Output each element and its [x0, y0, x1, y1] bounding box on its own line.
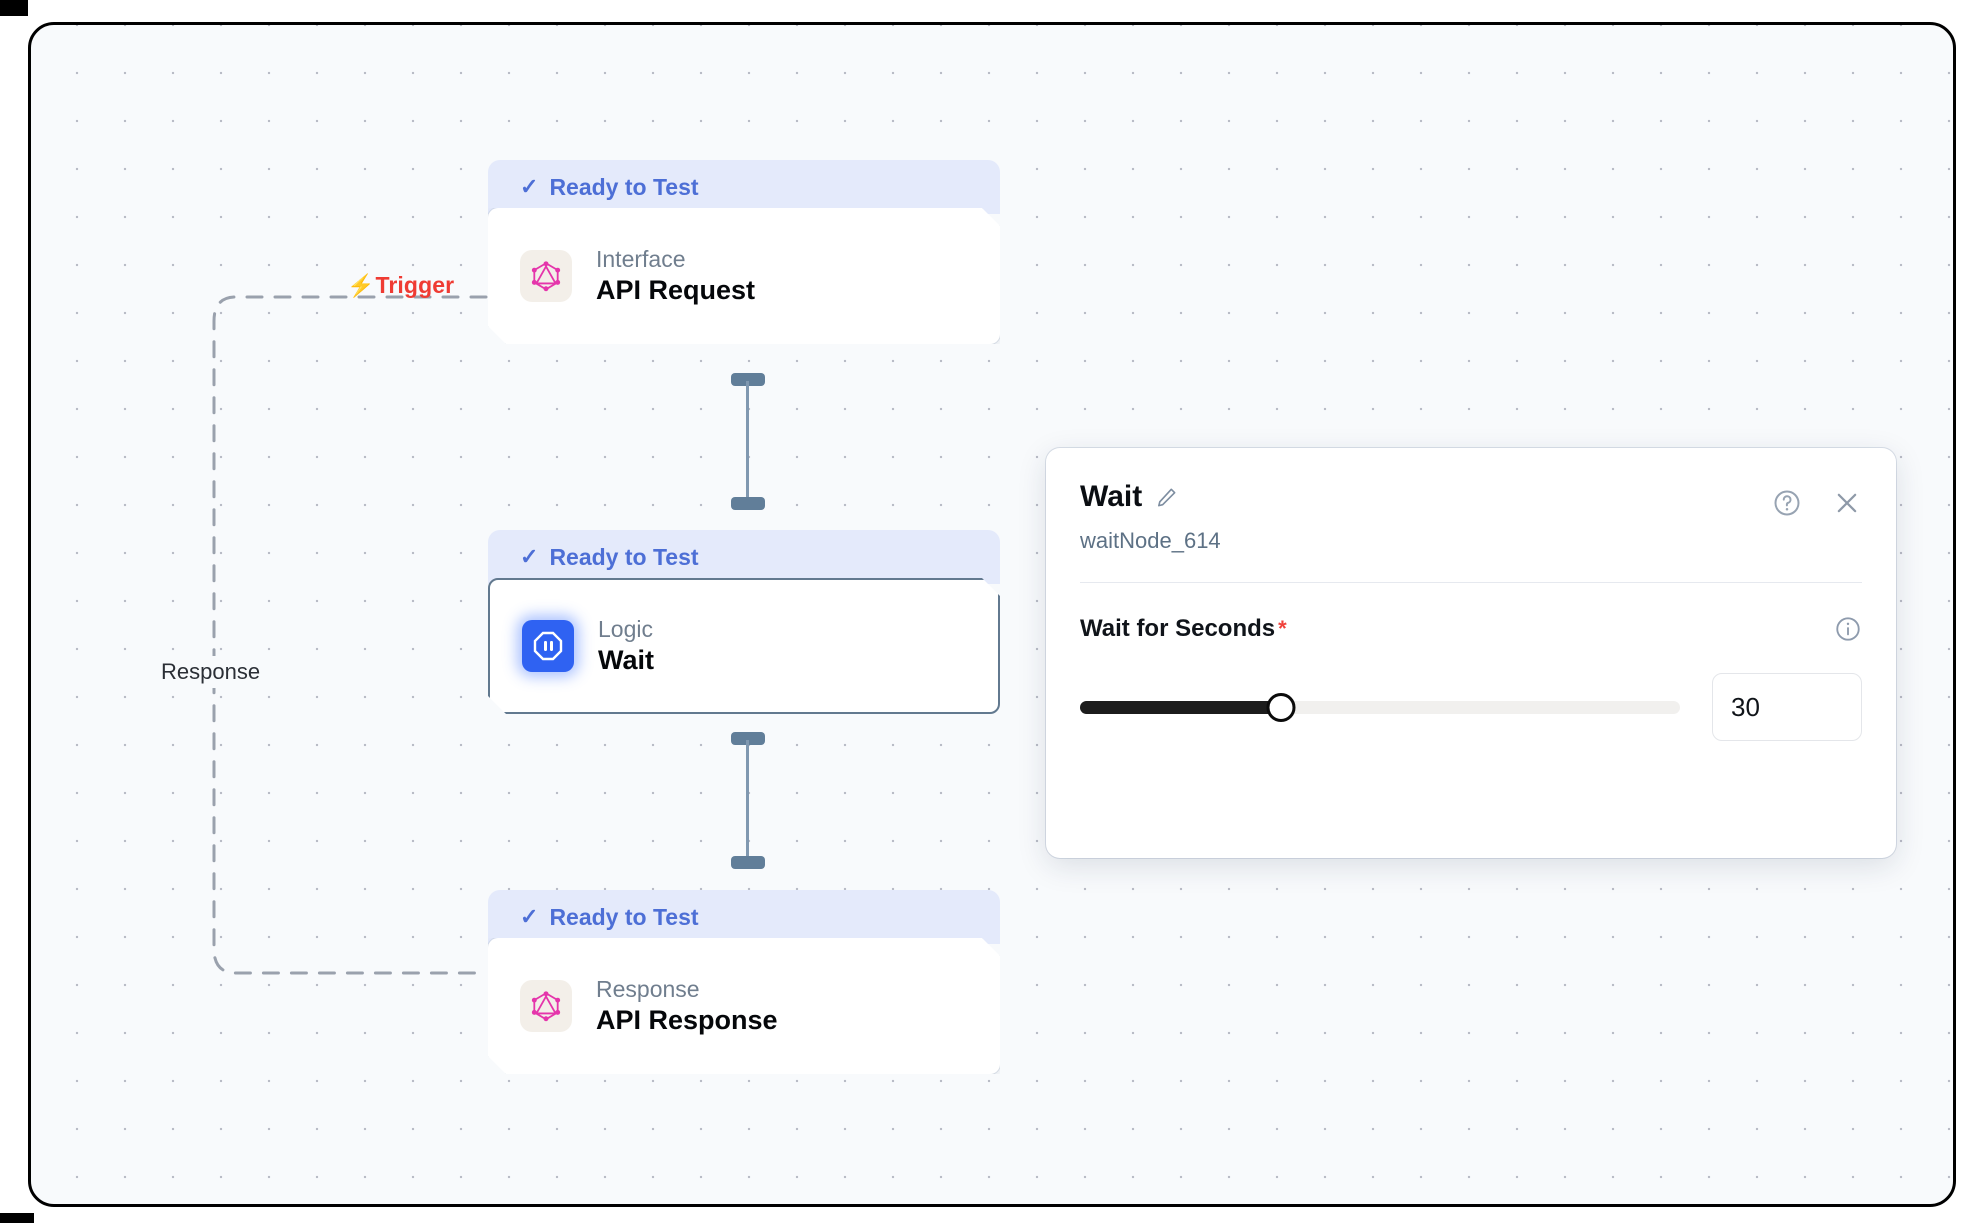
help-circle-icon[interactable]	[1772, 488, 1802, 518]
connector-line-2	[746, 740, 749, 862]
node-title-label: API Request	[596, 275, 756, 306]
check-icon: ✓	[520, 174, 539, 199]
connector-handle-out-1[interactable]	[731, 373, 765, 386]
wait-seconds-control: 30	[1080, 673, 1862, 741]
graphql-icon	[520, 250, 572, 302]
node-status-label: Ready to Test	[549, 543, 699, 570]
trigger-response-dashed-edge	[212, 295, 488, 975]
slider-thumb[interactable]	[1266, 692, 1296, 722]
node-kind-label: Logic	[598, 615, 653, 642]
node-title-label: Wait	[598, 645, 654, 676]
wait-seconds-input[interactable]: 30	[1712, 673, 1862, 741]
node-status-badge: ✓ Ready to Test	[488, 890, 1000, 944]
node-status-label: Ready to Test	[549, 173, 699, 200]
response-edge-label: Response	[153, 656, 269, 688]
frame-mark-top-left	[0, 0, 28, 16]
graphql-icon	[520, 980, 572, 1032]
check-icon: ✓	[520, 904, 539, 929]
node-card[interactable]: Response API Response	[488, 938, 1000, 1074]
workflow-node-api-request[interactable]: ✓ Ready to Test	[488, 160, 1000, 344]
node-kind-label: Response	[596, 975, 700, 1002]
check-icon: ✓	[520, 544, 539, 569]
panel-title: Wait	[1080, 480, 1143, 513]
pencil-icon[interactable]	[1155, 486, 1178, 509]
panel-title-row: Wait	[1080, 482, 1221, 512]
trigger-edge-label-text: Trigger	[375, 272, 455, 298]
node-card[interactable]: Logic Wait	[488, 578, 1000, 714]
panel-actions	[1772, 482, 1862, 518]
wait-seconds-label: Wait for Seconds*	[1080, 615, 1287, 643]
frame-mark-bottom-left	[0, 1213, 34, 1223]
info-circle-icon[interactable]	[1834, 615, 1862, 643]
panel-divider	[1080, 582, 1862, 583]
node-status-badge: ✓ Ready to Test	[488, 160, 1000, 214]
pause-octagon-icon	[522, 620, 574, 672]
required-marker: *	[1278, 616, 1287, 641]
node-status-label: Ready to Test	[549, 903, 699, 930]
node-card[interactable]: Interface API Request	[488, 208, 1000, 344]
panel-header: Wait waitNode_614	[1080, 482, 1862, 554]
connector-line-1	[746, 381, 749, 503]
workflow-canvas[interactable]: ⚡ Trigger Response ✓ Ready to Test	[28, 22, 1956, 1207]
lightning-bolt-icon: ⚡	[347, 272, 375, 298]
connector-handle-out-2[interactable]	[731, 732, 765, 745]
panel-subtitle: waitNode_614	[1080, 528, 1221, 553]
close-icon[interactable]	[1832, 488, 1862, 518]
node-status-badge: ✓ Ready to Test	[488, 530, 1000, 584]
panel-title-block: Wait waitNode_614	[1080, 482, 1221, 554]
node-title-label: API Response	[596, 1005, 778, 1036]
wait-seconds-field-header: Wait for Seconds*	[1080, 615, 1862, 643]
workflow-node-wait[interactable]: ✓ Ready to Test Logic Wait	[488, 530, 1000, 714]
trigger-edge-label: ⚡ Trigger	[347, 272, 454, 299]
connector-handle-in-3[interactable]	[731, 856, 765, 869]
slider-fill	[1080, 700, 1281, 714]
connector-handle-in-2[interactable]	[731, 497, 765, 510]
workflow-node-api-response[interactable]: ✓ Ready to Test	[488, 890, 1000, 1074]
node-config-panel: Wait waitNode_614	[1046, 448, 1896, 858]
wait-seconds-slider[interactable]	[1080, 692, 1680, 722]
node-kind-label: Interface	[596, 245, 686, 272]
wait-seconds-label-text: Wait for Seconds	[1080, 615, 1276, 642]
